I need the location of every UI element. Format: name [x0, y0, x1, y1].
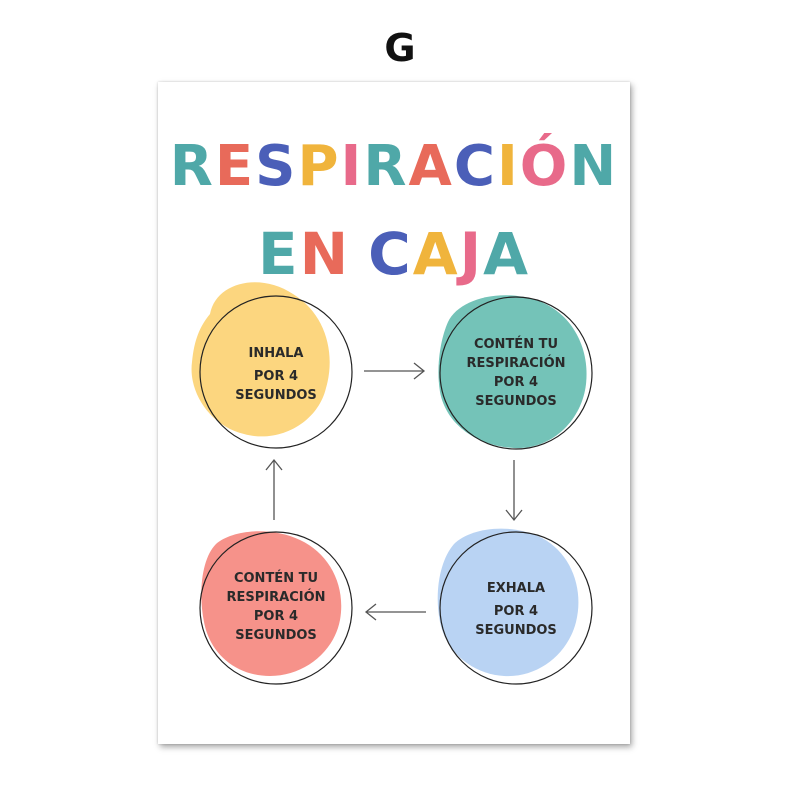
node-text-line: EXHALA — [486, 581, 546, 596]
node-text-line: RESPIRACIÓN — [466, 356, 566, 371]
title-2-letter: N — [299, 220, 351, 288]
arrow-right — [364, 362, 426, 380]
title-line-2: EN CAJA — [158, 220, 630, 288]
node-hold-1 — [438, 295, 593, 450]
title-1-letter: E — [214, 134, 256, 199]
title-1-letter: P — [297, 134, 341, 199]
title-1-letter: I — [496, 134, 520, 199]
node-text-line: SEGUNDOS — [475, 394, 557, 409]
node-exhale-text: EXHALA POR 4 SEGUNDOS — [451, 579, 581, 640]
node-exhale — [437, 528, 593, 685]
title-1-letter: A — [408, 134, 454, 199]
node-exhale-ring — [439, 531, 593, 685]
poster: RESPIRACIÓN EN CAJA — [158, 82, 630, 744]
node-hold-2 — [199, 531, 353, 685]
title-2-letter: E — [257, 220, 300, 288]
title-2-letter: A — [412, 220, 460, 288]
node-text-line: RESPIRACIÓN — [226, 590, 326, 605]
node-inhale-blob — [191, 282, 330, 437]
title-1-letter: Ó — [519, 134, 570, 199]
box-breathing-diagram — [191, 282, 593, 685]
title-1-letter: C — [453, 134, 497, 199]
arrow-left — [364, 603, 426, 621]
title-1-letter: R — [169, 134, 215, 199]
node-text-line: POR 4 — [493, 375, 539, 390]
node-hold-1-blob — [438, 295, 587, 449]
node-text-line: SEGUNDOS — [235, 628, 317, 643]
node-exhale-blob — [437, 528, 579, 677]
node-inhale — [191, 282, 353, 449]
node-text-line: SEGUNDOS — [475, 623, 557, 638]
node-text-line: CONTÉN TU — [473, 337, 559, 352]
node-text-line: POR 4 — [253, 369, 299, 384]
title-2-letter: C — [368, 220, 413, 288]
node-hold-1-text: CONTÉN TU RESPIRACIÓN POR 4 SEGUNDOS — [451, 335, 581, 411]
node-text-line: INHALA — [248, 346, 304, 361]
arrow-down — [505, 460, 523, 522]
node-hold-1-ring — [439, 296, 593, 450]
title-line-1: RESPIRACIÓN — [158, 134, 630, 199]
title-1-letter: N — [569, 134, 619, 199]
node-inhale-text: INHALA POR 4 SEGUNDOS — [211, 344, 341, 405]
title-1-letter: S — [255, 134, 298, 199]
node-hold-2-blob — [201, 531, 342, 676]
node-text-line: POR 4 — [253, 609, 299, 624]
title-1-letter: R — [363, 134, 409, 199]
node-hold-2-text: CONTÉN TU RESPIRACIÓN POR 4 SEGUNDOS — [211, 569, 341, 645]
arrow-up — [265, 458, 283, 520]
node-hold-2-ring — [199, 531, 353, 685]
node-inhale-ring — [199, 295, 353, 449]
node-text-line: SEGUNDOS — [235, 388, 317, 403]
node-text-line: POR 4 — [493, 604, 539, 619]
title-2-letter: J — [459, 220, 484, 288]
title-2-letter: A — [483, 220, 531, 288]
label-g: G — [384, 26, 416, 70]
node-text-line: CONTÉN TU — [233, 571, 319, 586]
title-1-letter: I — [340, 134, 364, 199]
